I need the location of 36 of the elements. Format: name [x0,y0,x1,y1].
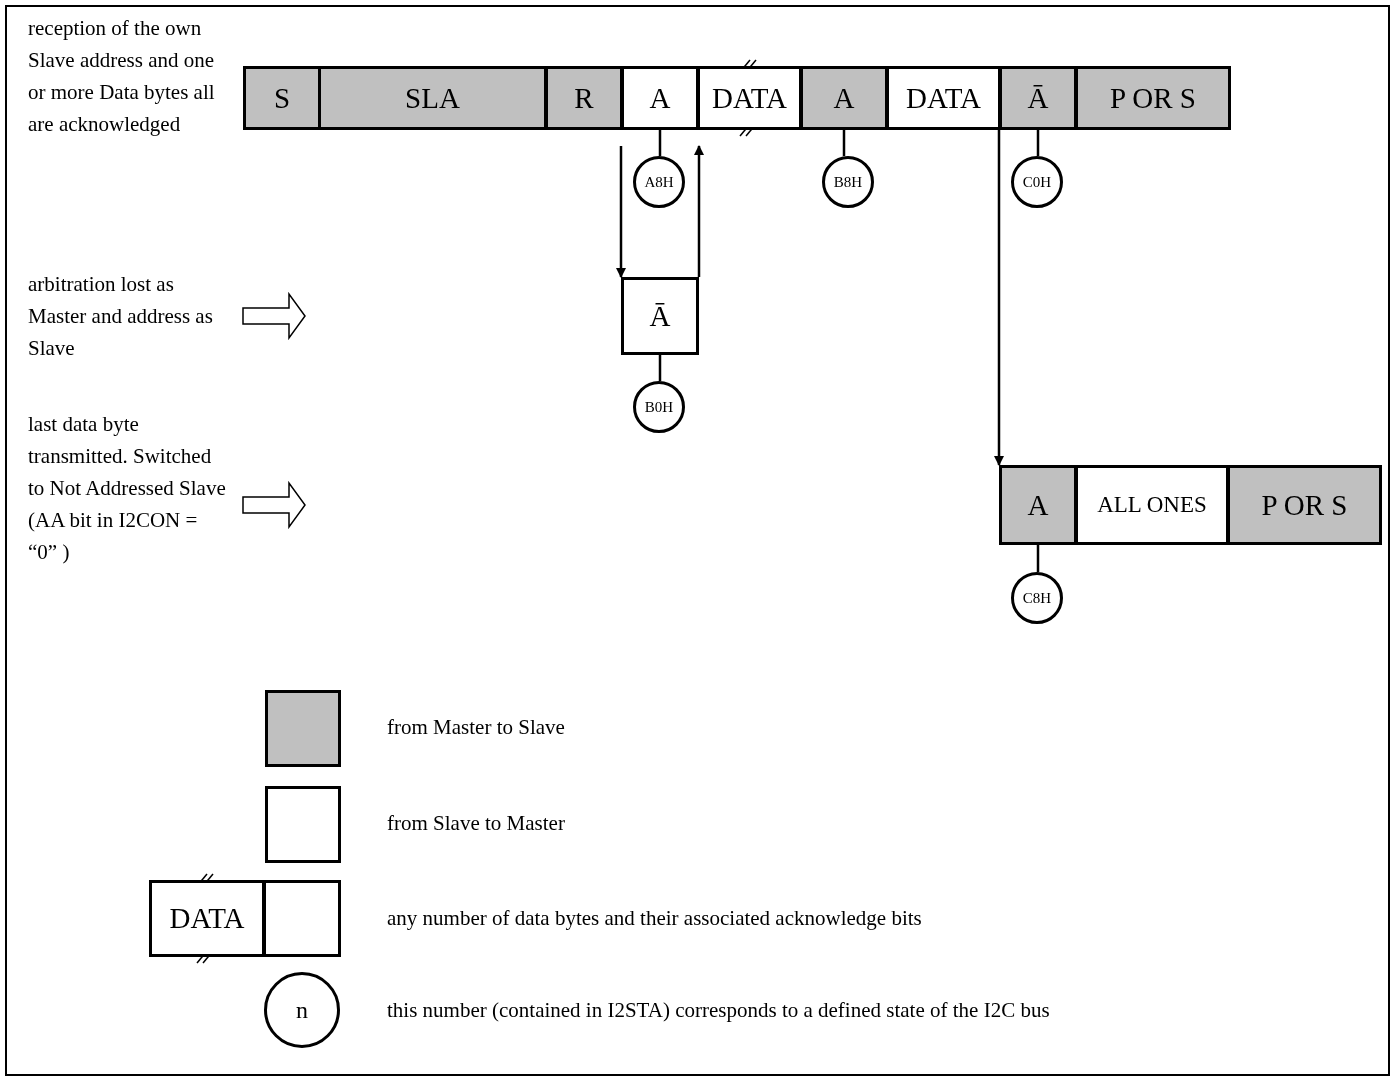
connector-line [658,355,662,381]
connector-line [842,130,846,156]
legend-text: from Master to Slave [387,714,566,741]
state-code-circle: B0H [633,381,685,433]
connector-line [1036,545,1040,572]
legend-text: any number of data bytes and their associated acknowledge bits [387,905,923,932]
protocol-field: P OR S [1075,66,1231,130]
protocol-field: A [999,465,1077,545]
protocol-field: A [621,66,699,130]
protocol-field: SLA [318,66,547,130]
protocol-field: Ā [621,277,699,355]
protocol-field: ALL ONES [1075,465,1229,545]
annotation-text: last data byte transmitted. Switched to Not Addressed Slave (AA bit in I2CON = “0” ) [28,411,226,566]
state-code-circle: C0H [1011,156,1063,208]
state-code-circle: A8H [633,156,685,208]
state-code-circle: B8H [822,156,874,208]
state-code-circle: C8H [1011,572,1063,624]
legend-sample-box [263,880,341,957]
protocol-field: Ā [999,66,1077,130]
legend-text: this number (contained in I2STA) corresponds to a defined state of the I2C bus [387,997,1051,1024]
legend-sample-box: DATA [149,880,265,957]
connector-line [658,130,662,156]
arrow [994,130,1004,466]
arrow [616,146,626,278]
protocol-field: DATA [886,66,1001,130]
protocol-field: P OR S [1227,465,1382,545]
arrow [694,145,704,277]
annotation-text: arbitration lost as Master and address as Slave [28,271,214,362]
protocol-field: DATA [697,66,802,130]
connector-line [1036,130,1040,156]
protocol-field: A [800,66,888,130]
legend-sample-circle: n [264,972,340,1048]
protocol-field: S [243,66,321,130]
legend-text: from Slave to Master [387,810,566,837]
annotation-text: reception of the own Slave address and one or more Data bytes all are acknowledged [28,15,216,138]
protocol-field: R [545,66,623,130]
